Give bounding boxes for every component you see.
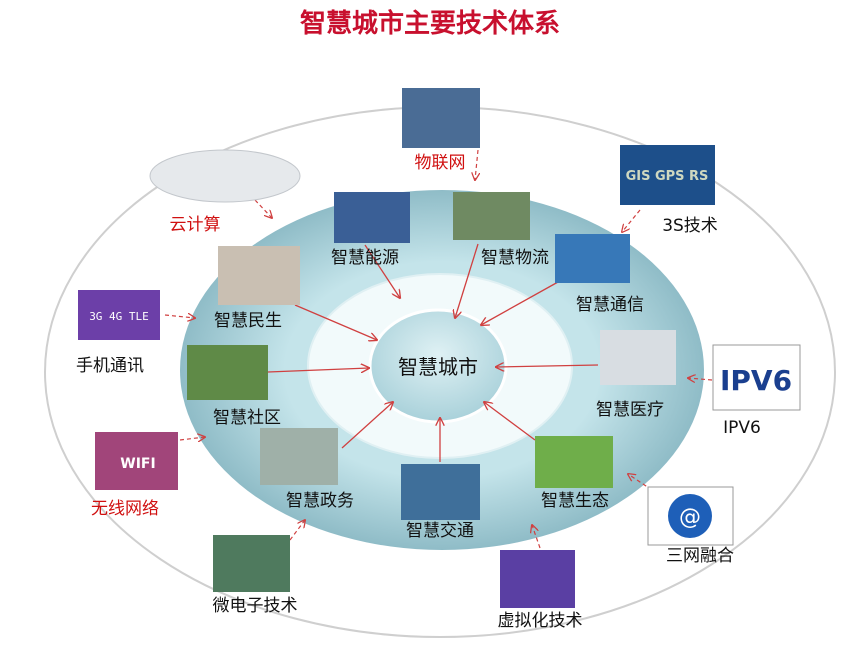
outer-label: 手机通讯 [76,356,144,376]
building-photo [260,428,338,485]
inner-label: 智慧通信 [576,295,644,315]
gis-text: GIS GPS RS [626,169,709,184]
inner-label: 智慧民生 [214,311,282,331]
virtual-photo [500,550,575,608]
outer-label: 云计算 [170,215,221,235]
stadium-photo [453,192,530,240]
mobile-text: 3G 4G TLE [89,310,149,323]
3g-4g-photo [78,290,160,340]
inner-label: 智慧社区 [213,408,281,428]
outer-label: IPV6 [723,418,761,438]
inner-label: 智慧能源 [331,248,399,268]
inner-label: 智慧交通 [406,521,474,541]
inner-label: 智慧物流 [481,248,549,268]
outer-arrows [164,149,713,549]
circuit-photo [213,535,290,592]
ipv6-logo [712,344,801,411]
doctors-photo [600,330,676,385]
outer-label: 3S技术 [662,216,718,236]
outer-label: 微电子技术 [213,596,298,616]
inner-label: 智慧医疗 [596,400,664,420]
cloud-network-icon [149,149,301,203]
at-text: @ [679,505,701,530]
wifi-photo [95,432,178,490]
tower-photo [555,234,630,283]
center-label: 智慧城市 [398,355,478,379]
gis-gps-rs-photo [620,145,715,205]
diagram-title: 智慧城市主要技术体系 [300,8,560,39]
outer-label: 无线网络 [91,499,159,519]
outer-label: 三网融合 [666,546,734,566]
card-terminal-photo [218,246,300,305]
bridge-photo [401,464,480,520]
outer-label: 虚拟化技术 [498,611,583,631]
outer-items: 物联网 云计算 GIS GPS RS 3S技术 3G 4G TLE 手机通讯 I… [76,88,801,631]
ipv6-logo-text: IPV6 [720,364,792,397]
inner-label: 智慧生态 [541,491,609,511]
inner-arrows [267,243,599,462]
wifi-text: WIFI [120,456,155,472]
power-grid-photo [334,192,410,243]
tree-photo [535,436,613,488]
outer-label: 物联网 [415,153,466,173]
inner-label: 智慧政务 [286,491,354,511]
iot-photo [402,88,480,148]
globe-icon [668,494,712,538]
garden-photo [187,345,268,400]
inner-items: 智慧能源 智慧物流 智慧通信 智慧民生 智慧医疗 智慧社区 智慧政务 智慧交通 … [187,192,676,541]
